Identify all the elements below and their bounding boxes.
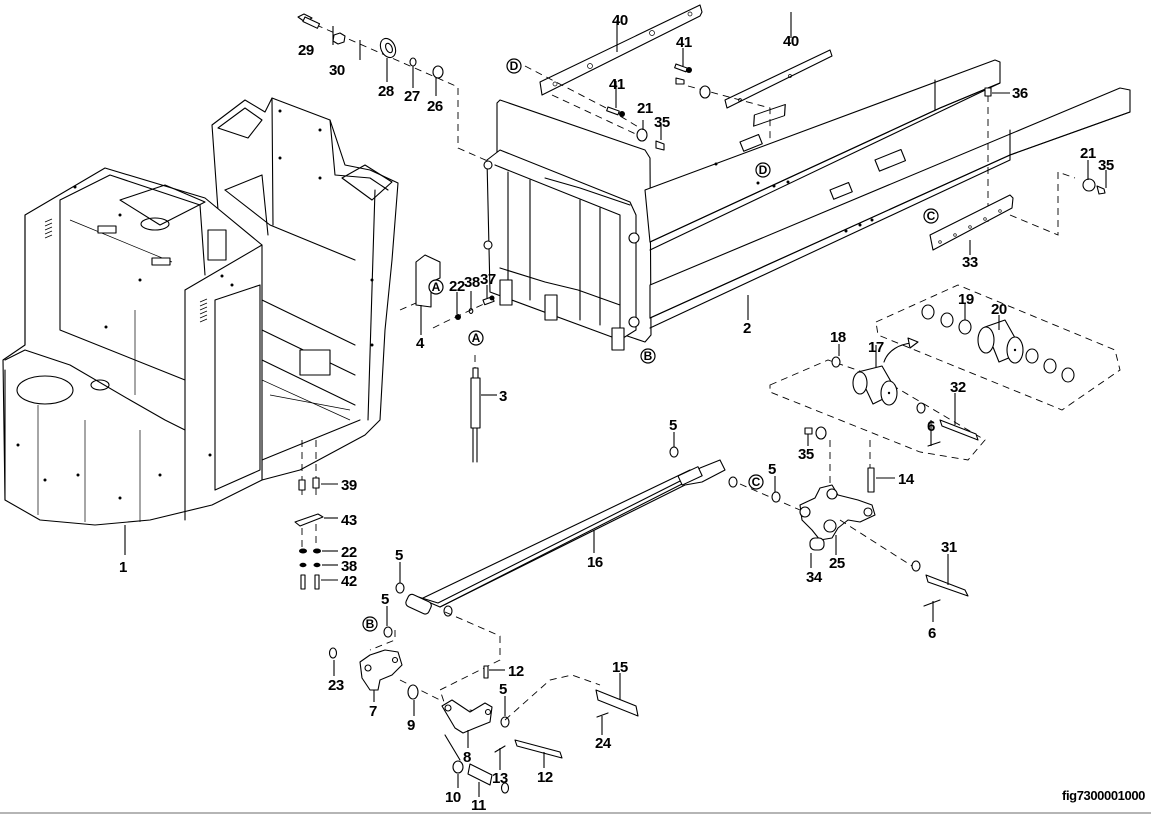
callout-40-left[interactable]: 40 xyxy=(612,12,628,29)
callout-5-lower-right[interactable]: 5 xyxy=(499,681,508,698)
callout-37[interactable]: 37 xyxy=(480,271,496,288)
callout-40-right[interactable]: 40 xyxy=(783,33,799,50)
callout-6-bottom[interactable]: 6 xyxy=(928,625,937,642)
callout-26[interactable]: 26 xyxy=(427,98,443,115)
callout-5-lower-left[interactable]: 5 xyxy=(381,591,390,608)
callout-23[interactable]: 23 xyxy=(328,677,344,694)
marker-D-label: D xyxy=(759,163,768,177)
hardware-set-33-36 xyxy=(929,87,1107,255)
chassis-frame xyxy=(2,97,399,526)
callout-35-right[interactable]: 35 xyxy=(1098,157,1114,174)
callout-35-crank[interactable]: 35 xyxy=(798,446,814,463)
callout-14[interactable]: 14 xyxy=(898,471,915,488)
callout-25[interactable]: 25 xyxy=(829,555,845,572)
callout-39[interactable]: 39 xyxy=(341,477,357,494)
callout-18[interactable]: 18 xyxy=(830,329,846,346)
marker-B-label: B xyxy=(366,617,375,631)
hardware-set-3-4-37 xyxy=(399,254,497,463)
marker-A-label: A xyxy=(472,331,481,345)
callout-35-top[interactable]: 35 xyxy=(654,114,670,131)
marker-A-label: A xyxy=(432,280,441,294)
callout-3[interactable]: 3 xyxy=(499,388,508,405)
callout-31[interactable]: 31 xyxy=(941,539,957,556)
link-rod-16 xyxy=(395,432,738,617)
reference-marker-C-fork[interactable]: C xyxy=(923,208,939,224)
reference-marker-C-crank[interactable]: C xyxy=(748,474,764,490)
callout-4[interactable]: 4 xyxy=(416,335,426,352)
callout-22-top[interactable]: 22 xyxy=(449,278,465,295)
callout-7[interactable]: 7 xyxy=(369,703,378,720)
callout-16[interactable]: 16 xyxy=(587,554,603,571)
marker-C-label: C xyxy=(752,475,761,489)
reference-marker-B-frame[interactable]: B xyxy=(640,348,656,364)
callout-13[interactable]: 13 xyxy=(492,770,508,787)
marker-D-label: D xyxy=(510,59,519,73)
hardware-set-26-30 xyxy=(297,13,491,163)
vent-grille xyxy=(44,218,208,323)
callout-5-crank[interactable]: 5 xyxy=(768,461,777,478)
figure-id-label: fig7300001000 xyxy=(1062,788,1145,803)
fork-frame xyxy=(483,59,1131,351)
callout-42[interactable]: 42 xyxy=(341,573,357,590)
callout-2[interactable]: 2 xyxy=(743,320,752,337)
callout-29[interactable]: 29 xyxy=(298,42,314,59)
callout-36[interactable]: 36 xyxy=(1012,85,1028,102)
callout-27[interactable]: 27 xyxy=(404,88,420,105)
callout-28[interactable]: 28 xyxy=(378,83,394,100)
callout-9[interactable]: 9 xyxy=(407,717,416,734)
marker-B-label: B xyxy=(644,349,653,363)
callout-41-right[interactable]: 41 xyxy=(676,34,692,51)
marker-C-label: C xyxy=(927,209,936,223)
callout-24[interactable]: 24 xyxy=(595,735,612,752)
callout-17[interactable]: 17 xyxy=(868,339,884,356)
reference-marker-A-bracket[interactable]: A xyxy=(428,279,444,295)
callout-33[interactable]: 33 xyxy=(962,254,978,271)
reference-marker-D-fork[interactable]: D xyxy=(755,162,771,178)
reference-marker-B-linkage[interactable]: B xyxy=(362,616,378,632)
callout-30[interactable]: 30 xyxy=(329,62,345,79)
reference-marker-A-rod[interactable]: A xyxy=(468,330,484,346)
callout-12-bottom[interactable]: 12 xyxy=(537,769,553,786)
callout-19[interactable]: 19 xyxy=(958,291,974,308)
callout-11[interactable]: 11 xyxy=(471,797,487,812)
callout-22-bottom[interactable]: 22 xyxy=(341,544,357,561)
callout-21-right[interactable]: 21 xyxy=(1080,145,1096,162)
callout-6-top[interactable]: 6 xyxy=(927,418,936,435)
lower-linkage xyxy=(328,606,639,797)
callout-21-top[interactable]: 21 xyxy=(637,100,653,117)
callout-43[interactable]: 43 xyxy=(341,512,357,529)
hardware-set-40-41-top xyxy=(524,4,833,151)
callout-34[interactable]: 34 xyxy=(806,569,823,586)
callout-10[interactable]: 10 xyxy=(445,789,461,806)
callout-1[interactable]: 1 xyxy=(119,559,128,576)
callout-41-left[interactable]: 41 xyxy=(609,76,625,93)
callout-5-rod-right[interactable]: 5 xyxy=(669,417,678,434)
callout-38-top[interactable]: 38 xyxy=(464,274,480,291)
callout-5-rod-left[interactable]: 5 xyxy=(395,547,404,564)
callout-20[interactable]: 20 xyxy=(991,301,1007,318)
callout-8[interactable]: 8 xyxy=(463,749,472,766)
bell-crank-assembly xyxy=(739,426,969,622)
callout-38-bottom[interactable]: 38 xyxy=(341,558,357,575)
roller-assemblies xyxy=(769,284,1121,461)
callout-32[interactable]: 32 xyxy=(950,379,966,396)
callout-12-top[interactable]: 12 xyxy=(508,663,524,680)
reference-marker-D-rail[interactable]: D xyxy=(506,58,522,74)
bottom-divider xyxy=(0,812,1151,814)
hardware-set-39-43 xyxy=(294,440,338,590)
callout-15[interactable]: 15 xyxy=(612,659,628,676)
